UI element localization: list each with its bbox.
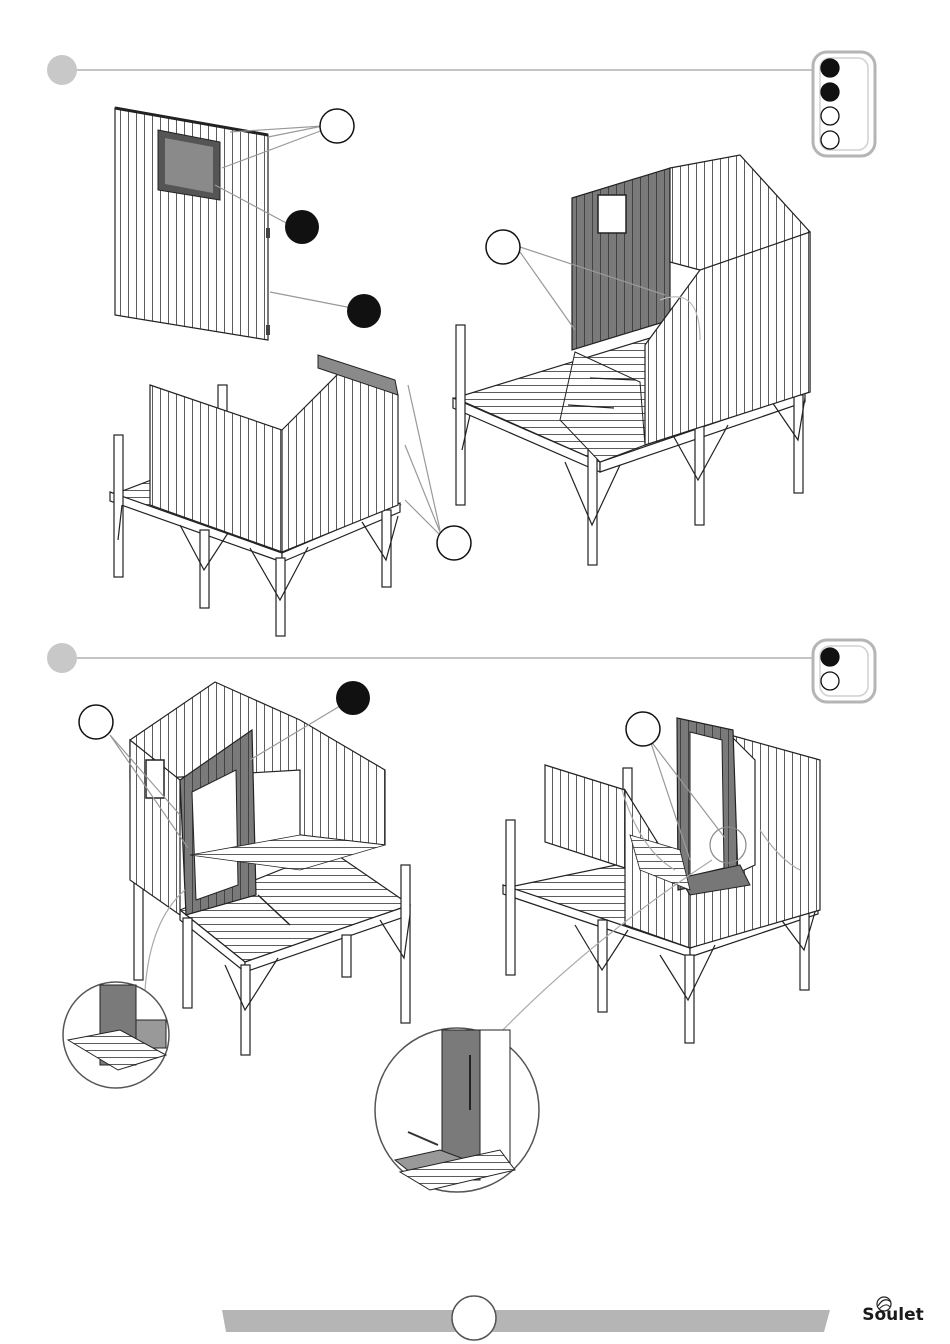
callout-filled: [347, 294, 381, 328]
wall-panel-with-window: [115, 108, 381, 340]
step-1-number-circle: [47, 55, 77, 85]
window-frame: [598, 195, 626, 233]
step-2-number-circle: [47, 643, 77, 673]
platform-two-walls: [110, 355, 471, 636]
brand-name: Soulet: [853, 1305, 933, 1325]
callout-empty: [437, 526, 471, 560]
marker-empty: [821, 107, 839, 125]
house-walls-assembled: [453, 155, 810, 565]
footer-bar: [222, 1310, 830, 1332]
callout-empty: [320, 109, 354, 143]
callout-filled: [285, 210, 319, 244]
callout-empty: [626, 712, 660, 746]
zoom-detail-right: [375, 1028, 539, 1192]
step-2-header: [47, 640, 875, 702]
page-number-circle: [452, 1296, 496, 1340]
callout-empty: [79, 705, 113, 739]
house-door-opening: [375, 712, 820, 1192]
marker-filled: [821, 59, 839, 77]
marker-empty: [821, 672, 839, 690]
callout-filled: [336, 681, 370, 715]
callout-empty: [486, 230, 520, 264]
footer: [222, 1296, 891, 1340]
marker-empty: [821, 131, 839, 149]
marker-filled: [821, 648, 839, 666]
zoom-detail-left: [63, 982, 169, 1088]
house-door-frame-install: [63, 681, 410, 1088]
marker-filled: [821, 83, 839, 101]
